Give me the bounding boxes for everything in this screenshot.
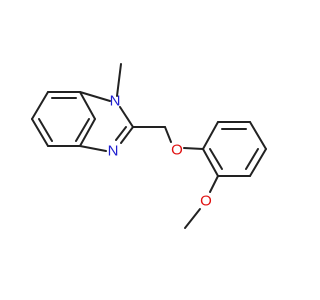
atom-label-n1: N	[110, 93, 121, 110]
bond	[120, 126, 134, 144]
bond	[249, 121, 267, 150]
double-bond-inner	[209, 148, 223, 170]
bond	[249, 148, 267, 177]
atom-label-o-methoxy: O	[200, 193, 212, 210]
molecule-canvas: N N O O	[31, 63, 267, 229]
bond	[202, 121, 219, 150]
double-bond-inner	[245, 148, 259, 170]
bond	[209, 175, 219, 193]
methoxy-methyl-bond	[184, 208, 201, 229]
double-bond-inner	[38, 118, 53, 142]
substituents	[116, 63, 204, 150]
imidazole-ring	[79, 91, 134, 152]
bond	[202, 148, 219, 177]
atom-label-o-ether: O	[171, 142, 183, 159]
bond	[79, 118, 96, 147]
bond	[31, 118, 49, 147]
bond	[119, 106, 134, 128]
bond	[183, 147, 204, 150]
double-bond-inner	[75, 118, 90, 142]
bond	[79, 91, 96, 120]
bond	[164, 126, 172, 143]
methoxyphenyl-ring	[184, 121, 267, 229]
bond	[79, 91, 111, 102]
benzimidazole-benzene-ring	[31, 91, 96, 147]
atom-label-n3: N	[108, 143, 119, 160]
n-methyl-bond	[116, 63, 122, 97]
double-bond-inner	[115, 126, 127, 141]
bond	[31, 91, 49, 120]
structure-drawing: N N O O	[31, 63, 267, 229]
bond	[79, 145, 107, 152]
